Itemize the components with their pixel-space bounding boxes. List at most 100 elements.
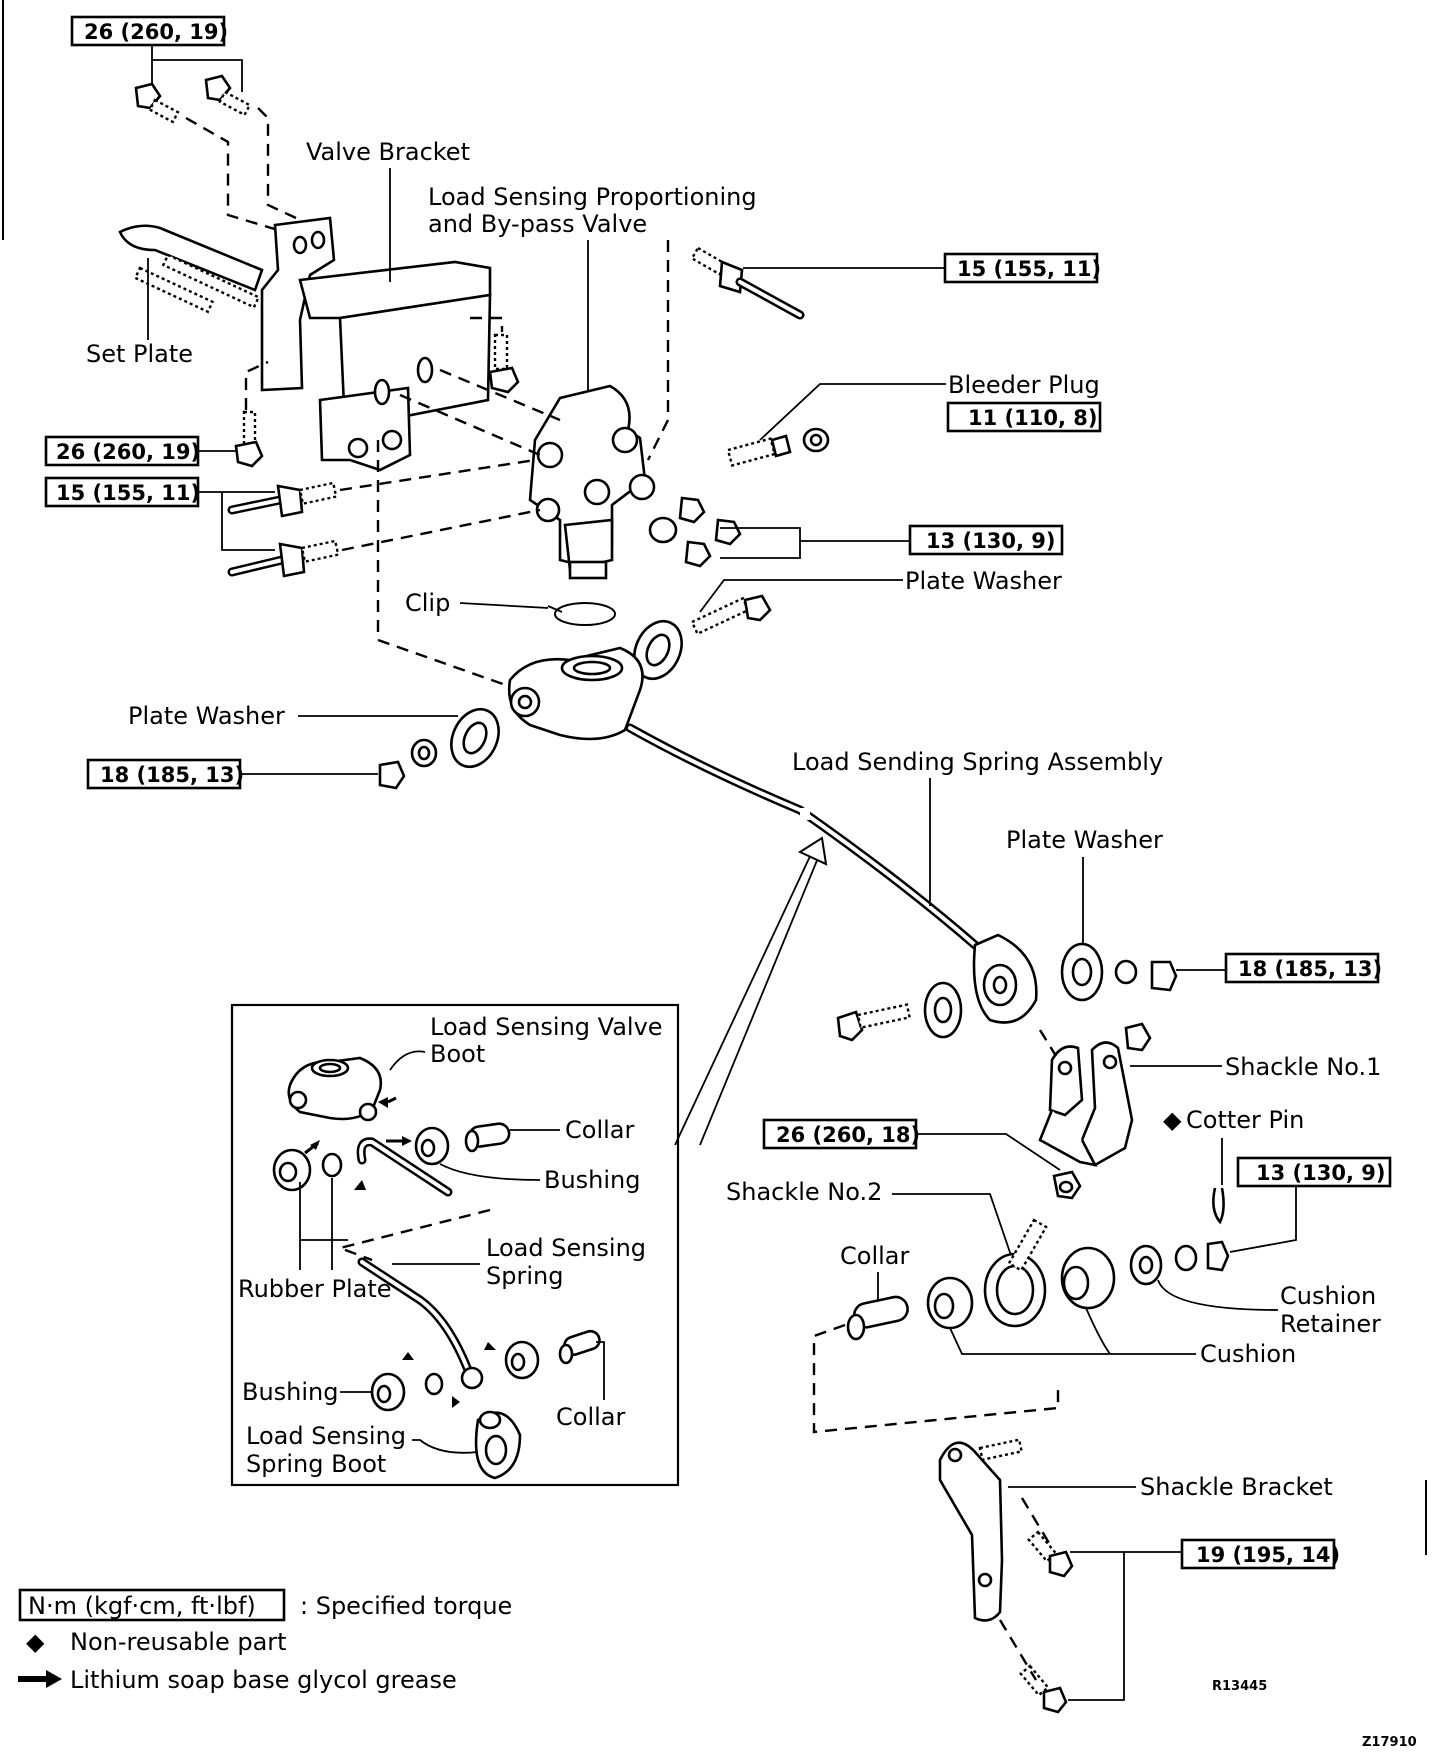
load-sensing-valve: [528, 384, 656, 580]
label-spring-boot-2: Spring Boot: [246, 1450, 386, 1478]
plate-washer-left: [450, 707, 500, 769]
inset-collar-bottom: [558, 1329, 601, 1365]
svg-text:18 (185, 13): 18 (185, 13): [1238, 957, 1382, 981]
torque-box-brake-line-top: 15 (155, 11): [943, 252, 1101, 284]
torque-box-plate-washer-nut-right: 18 (185, 13): [1224, 952, 1382, 984]
torque-box-bracket-bolt-left: 26 (260, 19): [44, 435, 200, 467]
cushion-retainer: [1129, 1244, 1163, 1286]
label-plate-washer-left: Plate Washer: [128, 702, 285, 730]
bleeder-plug: [726, 427, 830, 467]
label-spring-boot-1: Load Sensing: [246, 1422, 406, 1450]
cotter-pin-symbol: ◆: [1163, 1106, 1182, 1134]
inset-spring-boot: [474, 1410, 522, 1480]
bolt-icon: [488, 333, 520, 394]
shackle-no1: [1038, 1022, 1152, 1167]
eye-bolt: [836, 981, 963, 1042]
brake-line-top: [690, 246, 805, 320]
cotter-pin: [1212, 1187, 1225, 1225]
label-valve-bracket: Valve Bracket: [306, 138, 470, 166]
torque-box-plate-washer-nut-left: 18 (185, 13): [86, 758, 244, 790]
torque-box-cotter-nut: 13 (130, 9): [1236, 1156, 1392, 1188]
label-valve-boot-1: Load Sensing Valve: [430, 1013, 663, 1041]
nut-washer-left: [378, 738, 438, 790]
label-set-plate: Set Plate: [86, 340, 193, 368]
label-cushion-retainer-2: Retainer: [1280, 1310, 1381, 1338]
legend-torque-desc: : Specified torque: [300, 1592, 512, 1620]
label-cushion: Cushion: [1200, 1340, 1296, 1368]
label-cotter-pin: Cotter Pin: [1186, 1106, 1304, 1134]
label-plate-washer-top: Plate Washer: [905, 567, 1062, 595]
torque-box-bleeder-plug: 11 (110, 8): [946, 401, 1102, 433]
spring-end-eye: [972, 933, 1038, 1024]
label-shackle-bracket: Shackle Bracket: [1140, 1473, 1333, 1501]
load-sensing-spring-rod: [625, 723, 980, 950]
label-plate-washer-right: Plate Washer: [1006, 826, 1163, 854]
inset-spring-top: [356, 1137, 453, 1197]
svg-text:13 (130, 9): 13 (130, 9): [926, 529, 1055, 553]
cotter-nut: [1174, 1240, 1230, 1272]
legend-grease: Lithium soap base glycol grease: [18, 1666, 457, 1694]
shackle-no2: [983, 1218, 1048, 1328]
legend-torque-unit: N·m (kgf·cm, ft·lbf): [28, 1592, 256, 1620]
valve-boot-housing: [507, 646, 644, 741]
bolt-icon: [134, 82, 180, 124]
label-lspv-2: and By-pass Valve: [428, 210, 647, 238]
clip: [547, 602, 616, 626]
label-bushing-top: Bushing: [544, 1166, 641, 1194]
torque-box-shackle-bolt: 26 (260, 18): [762, 1118, 920, 1150]
brake-line-left-1: [227, 481, 338, 518]
label-cushion-retainer-1: Cushion: [1280, 1282, 1376, 1310]
label-lspv-1: Load Sensing Proportioning: [428, 183, 757, 211]
svg-text:15 (155, 11): 15 (155, 11): [56, 481, 200, 505]
torque-box-bracket-bolts-top: 26 (260, 19): [70, 15, 228, 47]
label-bushing-bottom: Bushing: [242, 1378, 339, 1406]
svg-text:26 (260, 19): 26 (260, 19): [56, 440, 200, 464]
valve-nuts: [648, 496, 742, 568]
plate-washer-top: [633, 619, 683, 681]
label-spring-assembly: Load Sending Spring Assembly: [792, 748, 1163, 776]
label-spring-2: Spring: [486, 1262, 563, 1290]
torque-box-valve-nuts: 13 (130, 9): [908, 524, 1064, 556]
svg-text:19 (195, 14): 19 (195, 14): [1196, 1543, 1340, 1567]
inset-valve-boot: [287, 1056, 383, 1122]
bolt-icon: [204, 74, 252, 117]
torque-box-brake-lines-left: 15 (155, 11): [44, 476, 200, 508]
svg-text:11 (110, 8): 11 (110, 8): [968, 406, 1097, 430]
cushion: [926, 1246, 1116, 1330]
label-shackle-no1: Shackle No.1: [1225, 1053, 1381, 1081]
nonreusable-diamond-icon: ◆: [26, 1628, 45, 1656]
label-collar-top: Collar: [565, 1116, 634, 1144]
bolt-icon: [234, 410, 264, 468]
svg-text:15 (155, 11): 15 (155, 11): [957, 257, 1101, 281]
bolt-icon: [690, 594, 772, 636]
shackle-nut: [1052, 1170, 1082, 1200]
inset-boot-and-plate: [272, 1148, 343, 1192]
figure-code: R13445: [1212, 1679, 1267, 1694]
label-shackle-no2: Shackle No.2: [726, 1178, 882, 1206]
nut-washer-right: [1114, 959, 1178, 992]
svg-text:18 (185, 13): 18 (185, 13): [100, 763, 244, 787]
inset-bushing-top: [414, 1126, 450, 1166]
inset-collar-top: [464, 1122, 511, 1153]
label-rubber-plate: Rubber Plate: [238, 1275, 392, 1303]
label-collar-bottom: Collar: [556, 1403, 625, 1431]
set-plate: [118, 224, 264, 314]
inset-bushing-bottom: [504, 1340, 540, 1380]
detail-inset-box: [230, 1003, 680, 1487]
label-valve-boot-2: Boot: [430, 1040, 485, 1068]
bolt-icon: [1019, 1664, 1068, 1714]
collar-right: [846, 1295, 909, 1341]
label-bleeder-plug: Bleeder Plug: [948, 371, 1100, 399]
valve-bracket: [260, 216, 492, 472]
shackle-bracket: [938, 1438, 1024, 1622]
bolt-icon: [1027, 1530, 1074, 1578]
svg-text:26 (260, 19): 26 (260, 19): [84, 20, 228, 44]
label-spring-1: Load Sensing: [486, 1234, 646, 1262]
legend-grease-text: Lithium soap base glycol grease: [70, 1666, 457, 1694]
plate-washer-right: [1060, 942, 1104, 1002]
legend-torque: N·m (kgf·cm, ft·lbf) : Specified torque: [18, 1588, 512, 1622]
legend-nonreusable-text: Non-reusable part: [70, 1628, 287, 1656]
inset-bushing-left: [370, 1366, 484, 1412]
